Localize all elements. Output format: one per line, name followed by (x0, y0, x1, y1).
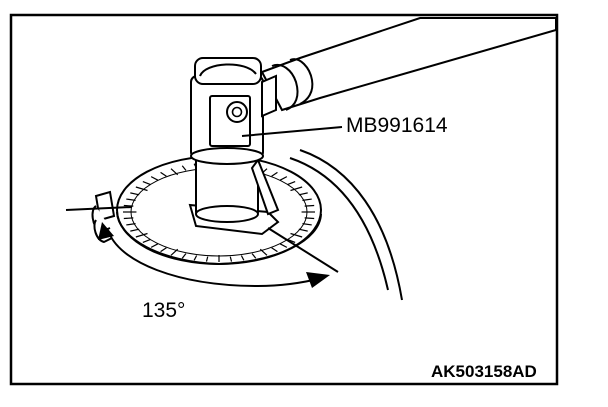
socket-tool-head (190, 57, 277, 165)
gauge-tick (298, 228, 308, 232)
angle-gauge-disc-edge (116, 211, 322, 266)
gauge-tick (304, 217, 315, 220)
gauge-tick (251, 253, 257, 259)
tool-label: MB991614 (346, 114, 448, 137)
gauge-tick (290, 186, 303, 192)
gauge-tick (135, 186, 148, 192)
gauge-tick (170, 168, 179, 176)
gauge-tick (271, 247, 278, 253)
gauge-tick (142, 238, 151, 243)
gauge-tick (181, 253, 187, 259)
rotation-arrowhead-left (98, 222, 114, 240)
angle-reference-line (267, 227, 339, 273)
gauge-tick (135, 232, 148, 238)
gauge-tick (205, 256, 209, 262)
gauge-tick (287, 238, 296, 243)
gauge-tick (240, 255, 245, 261)
gauge-tick (181, 165, 187, 171)
gauge-tick (142, 181, 151, 186)
tool-label-leader (241, 126, 343, 137)
gauge-tick (287, 181, 296, 186)
gauge-tick (150, 243, 159, 248)
gauge-tick (290, 232, 303, 238)
gauge-tick (259, 248, 268, 256)
gauge-tick (304, 204, 315, 207)
gauge-tick (126, 223, 136, 226)
cable-lines (289, 149, 403, 301)
gauge-tick (126, 198, 136, 201)
gauge-tick (160, 247, 167, 253)
bolt-shaft-line (65, 206, 133, 211)
wrench-handle (260, 17, 557, 112)
socket-tool-body (188, 149, 280, 236)
gauge-tick (302, 223, 312, 226)
socket-bolt-outer (226, 101, 248, 123)
gauge-tick (279, 243, 288, 248)
gauge-tick (302, 198, 312, 201)
gauge-tick (130, 192, 140, 196)
gauge-tick (279, 176, 288, 181)
gauge-tick (130, 228, 140, 232)
gauge-tick (150, 176, 159, 181)
gauge-tick (298, 192, 308, 196)
gauge-tick (123, 217, 134, 220)
rotation-arrowhead-right (306, 272, 330, 288)
gauge-tick (271, 171, 278, 177)
gauge-tick (193, 255, 198, 261)
gauge-tick (170, 248, 179, 256)
figure-frame (9, 13, 559, 386)
rotation-arc-arrow (107, 229, 323, 288)
gauge-tick (229, 256, 233, 262)
angle-label: 135° (142, 299, 186, 322)
gauge-tick (160, 171, 167, 177)
socket-bolt-inner (231, 106, 243, 118)
figure-id: AK503158AD (431, 362, 537, 381)
